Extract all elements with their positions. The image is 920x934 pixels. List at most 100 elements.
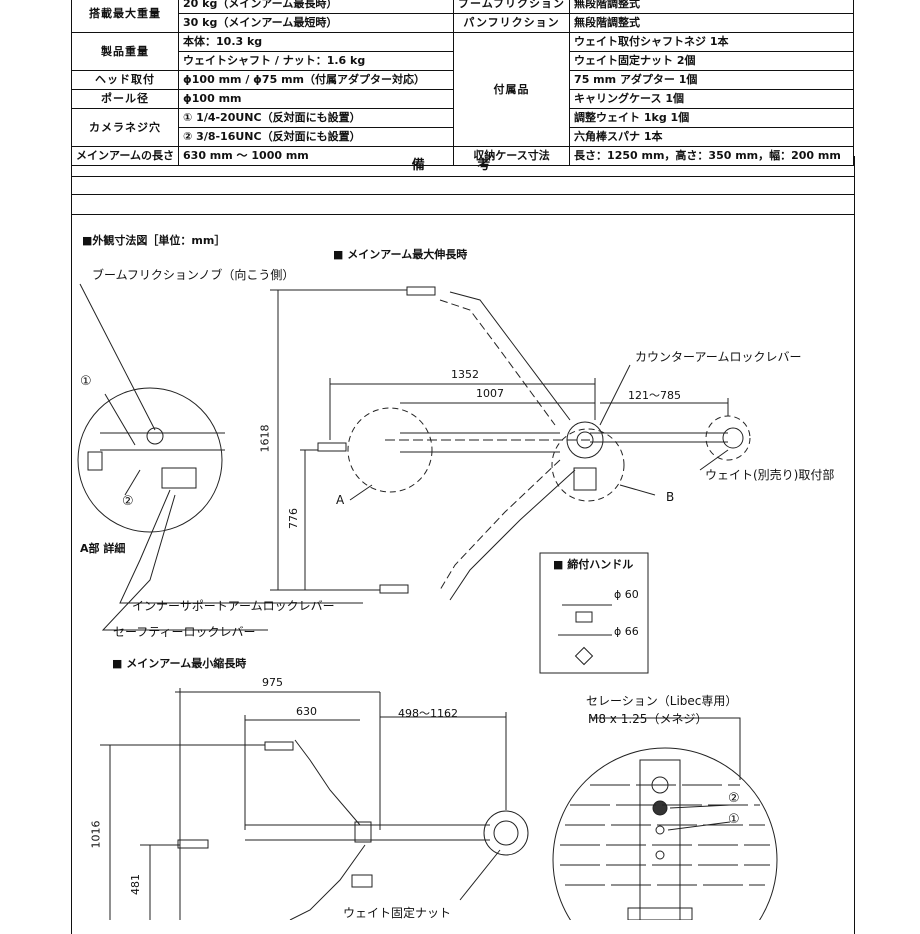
screw-hole-1 [655, 825, 665, 835]
bottom-mount [379, 584, 409, 594]
handle-view [539, 552, 649, 674]
serration-label: セレーション（Libec専用） [586, 694, 738, 708]
spec-label: 製品重量 [70, 32, 180, 71]
pole-clamp [573, 467, 597, 491]
boom-knob-label: ブームフリクションノブ（向こう側） [92, 268, 295, 282]
screw-hole-2 [652, 800, 668, 816]
detail-lever [161, 467, 197, 489]
spec-value: 本体：10.3 kg [178, 32, 455, 52]
remarks-title: 備 考 [72, 156, 854, 177]
spec-label: メインアームの長さ [70, 146, 180, 166]
min-extension-view [100, 688, 529, 920]
min-weight-inner [493, 820, 519, 846]
spec-label: カメラネジ穴 [70, 108, 180, 147]
lower-arm [449, 469, 576, 601]
dim-phi66: ϕ 66 [614, 625, 639, 638]
min-pivot [354, 821, 372, 843]
table-row: 30 kg（メインアーム最短時） パンフリクション 無段階調整式 [72, 13, 854, 33]
pole-body [639, 759, 681, 920]
leader-mark2 [124, 469, 141, 496]
counter-lever-label: カウンターアームロックレバー [635, 350, 802, 364]
dim-975: 975 [262, 676, 283, 689]
leader-boom-knob [79, 283, 156, 431]
min-weight-disc [483, 810, 529, 856]
detail-a-label: A部 詳細 [80, 542, 126, 555]
spec-value: 75 mm アダプター 1個 [569, 70, 854, 90]
weight-nut-label: ウェイト固定ナット [343, 906, 452, 920]
leader-serration [590, 717, 741, 780]
remarks-box: 備 考 [71, 156, 855, 215]
spec-value: ② 3/8-16UNC（反対面にも設置） [178, 127, 455, 147]
dim-1007: 1007 [476, 387, 504, 400]
max-view-title: ■ メインアーム最大伸長時 [333, 248, 468, 261]
mark1-b: ① [728, 812, 740, 827]
mark2-a: ② [122, 494, 134, 509]
leader-a [349, 484, 373, 501]
table-row: 搭載最大重量 20 kg（メインアーム最長時） ブームフリクション 無段階調整式 [70, 0, 854, 33]
upper-arm-hidden [439, 299, 556, 426]
min-head-mount [177, 839, 209, 849]
handle-frame [539, 552, 649, 674]
leader-b [619, 484, 656, 496]
spec-value: 630 mm 〜 1000 mm [178, 146, 455, 166]
head-mount [317, 442, 347, 452]
dim-1352: 1352 [451, 368, 479, 381]
screw-hole-3 [655, 850, 665, 860]
leader-weight [699, 449, 729, 471]
detail-mount [87, 451, 103, 471]
min-lower-arm [289, 844, 366, 920]
upper-arm [449, 291, 571, 421]
safety-lever-label: セーフティーロックレバー [113, 625, 256, 639]
leader-b-mark2 [669, 804, 731, 809]
lower-arm-hidden [439, 459, 561, 591]
pole-base [627, 907, 693, 920]
label-b: B [666, 490, 675, 504]
detail-b-view [552, 717, 778, 920]
detail-a-circle [347, 407, 433, 493]
min-clamp [351, 874, 373, 888]
mark2-b: ② [728, 791, 740, 806]
dim-1618: 1618 [258, 424, 272, 453]
detail-b-frame [552, 747, 778, 920]
min-upper-arm [294, 739, 361, 826]
dim-630: 630 [296, 705, 317, 718]
table-row: カメラネジ穴 ① 1/4-20UNC（反対面にも設置） 調整ウェイト 1kg 1… [70, 108, 854, 147]
leader-weight-nut [459, 849, 501, 901]
dim-phi60: ϕ 60 [614, 588, 639, 601]
inner-lever-label: インナーサポートアームロックレバー [132, 599, 335, 613]
label-a: A [336, 493, 345, 507]
leader-safety-lever [101, 494, 268, 631]
detail-a-frame [77, 387, 223, 533]
handle-title: ■ 締付ハンドル [553, 558, 634, 571]
min-top-mount [264, 741, 294, 751]
weight-mount-label: ウェイト(別売り)取付部 [705, 468, 835, 482]
max-extension-view [270, 286, 751, 601]
handle-top [574, 646, 594, 666]
pivot-hub [576, 431, 594, 449]
screw-label: M8 x 1.25（メネジ） [588, 712, 708, 726]
detail-a-view [77, 283, 363, 631]
spec-table: 搭載最大重量 20 kg（メインアーム最長時） ブームフリクション 無段階調整式… [70, 0, 854, 166]
remarks-line [72, 194, 854, 195]
dim-1016: 1016 [89, 820, 103, 849]
detail-pivot [146, 427, 164, 445]
spec-label: 収納ケース寸法 [453, 146, 571, 166]
detail-b-circle [551, 428, 625, 502]
leader-inner-lever [119, 489, 363, 604]
dim-498-1162: 498〜1162 [398, 707, 458, 720]
spec-label: 付属品 [453, 32, 571, 147]
dim-121-785: 121〜785 [628, 389, 681, 402]
spec-label: 搭載最大重量 [70, 0, 180, 33]
mark1-a: ① [80, 374, 92, 389]
spec-value: ϕ100 mm [178, 89, 455, 109]
spec-value: 長さ：1250 mm，高さ：350 mm，幅：200 mm [569, 146, 854, 166]
table-row: ウェイトシャフト / ナット：1.6 kg ウェイト固定ナット 2個 [72, 51, 854, 71]
spec-value: ① 1/4-20UNC（反対面にも設置） [178, 108, 455, 128]
leader-b-mark1 [667, 821, 731, 831]
table-row: 製品重量 本体：10.3 kg 付属品 ウェイト取付シャフトネジ 1本 [70, 32, 854, 147]
leader-mark1 [104, 393, 136, 446]
weight-knob [722, 427, 744, 449]
table-row: メインアームの長さ 630 mm 〜 1000 mm 収納ケース寸法 長さ：12… [70, 146, 854, 166]
dim-481: 481 [129, 874, 142, 895]
